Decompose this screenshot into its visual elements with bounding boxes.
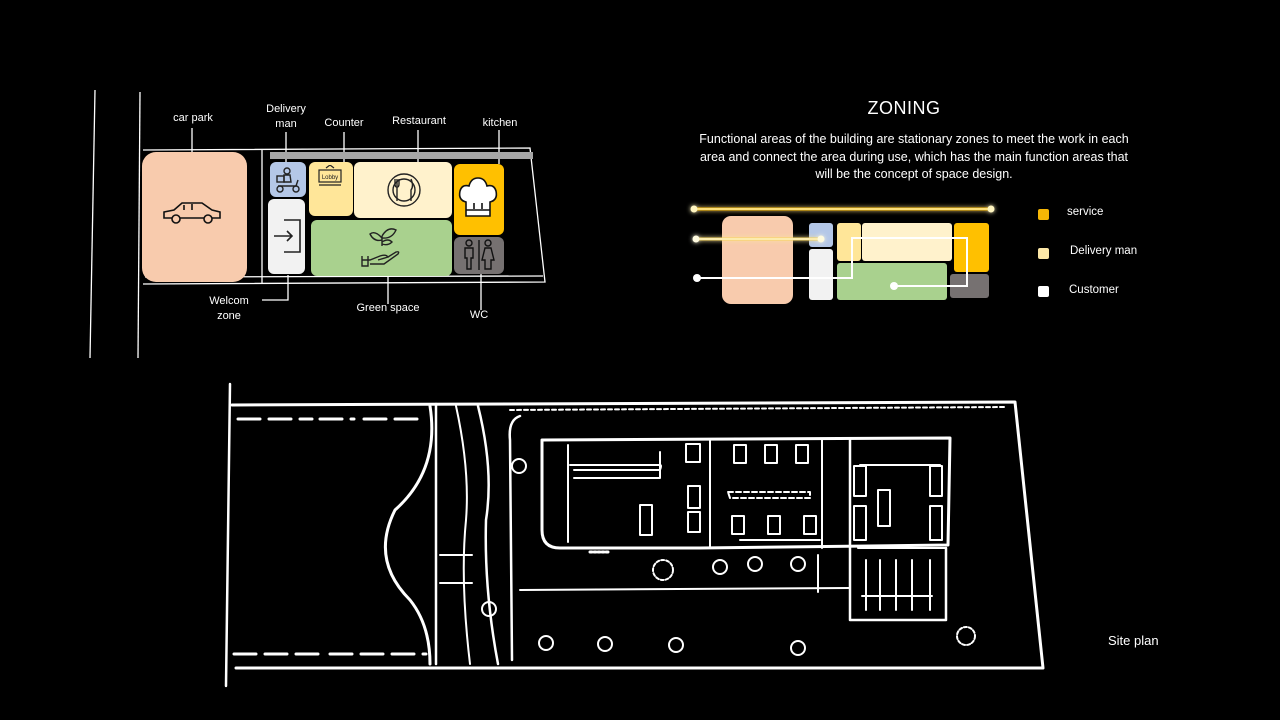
lobby-sign-text: Lobby: [322, 175, 338, 181]
welcome-zone-label: Welcom zone: [209, 295, 249, 322]
circulation-delivery: [809, 223, 833, 247]
zoning-title: ZONING: [867, 98, 941, 118]
restaurant-zone: [354, 162, 452, 218]
restaurant-label: Restaurant: [392, 115, 446, 127]
circulation-counter: [837, 223, 861, 261]
dining-plate-icon: [387, 173, 421, 207]
plant-hand-icon: [361, 228, 400, 267]
legend-label-delivery: Delivery man: [1070, 245, 1138, 257]
counter-zone: [309, 162, 353, 216]
site-plan-label: Site plan: [1108, 633, 1159, 648]
wc-label: WC: [469, 309, 489, 321]
green-space-zone: [311, 220, 452, 276]
chef-hat-icon: [458, 177, 498, 217]
legend-label-customer: Customer: [1069, 284, 1119, 296]
delivery-man-label: Delivery man: [266, 103, 306, 130]
circulation-green: [837, 263, 947, 300]
zoning-description: Functional areas of the building are sta…: [699, 132, 1129, 181]
car-icon: [163, 202, 221, 224]
circulation-kitchen: [954, 223, 989, 272]
kitchen-label: kitchen: [482, 117, 518, 129]
car-park-zone: [142, 152, 247, 282]
circulation-car-park: [722, 216, 793, 304]
zoning-roof-strip: [270, 152, 533, 159]
service-path: [690, 205, 995, 213]
counter-label: Counter: [324, 117, 364, 129]
legend-swatch-delivery: [1038, 248, 1049, 259]
circulation-restaurant: [862, 223, 952, 261]
car-park-label: car park: [173, 112, 213, 124]
wc-restroom-icon: [464, 239, 495, 270]
green-space-label: Green space: [356, 302, 420, 314]
circulation-welcome: [809, 249, 833, 300]
legend-swatch-customer: [1038, 286, 1049, 297]
customer-path: [693, 237, 968, 290]
legend-swatch-service: [1038, 209, 1049, 220]
lobby-sign-icon: Lobby: [318, 165, 342, 186]
delivery-scooter-icon: [276, 167, 300, 193]
delivery-path: [692, 235, 825, 243]
legend-label-service: service: [1067, 206, 1104, 218]
entrance-door-icon: [274, 219, 301, 253]
